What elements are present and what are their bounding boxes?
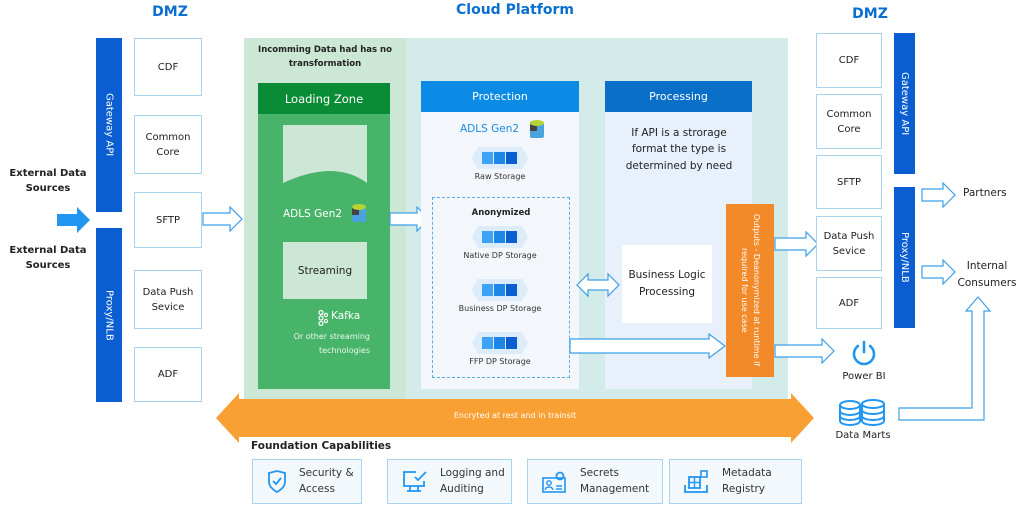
dmz-left-header: DMZ xyxy=(152,4,188,20)
data-marts-label: Data Marts xyxy=(835,430,891,441)
external-sources-bottom: External Data Sources xyxy=(9,245,87,271)
dmz-right-header: DMZ xyxy=(852,6,888,22)
dmz-right-data-push[interactable]: Data Push Sevice xyxy=(816,216,882,271)
kafka-icon xyxy=(318,310,328,326)
to-internal-arrow-icon xyxy=(921,259,956,285)
proxy-nlb-bar-left: Proxy/NLB xyxy=(96,228,122,402)
dmz-left-cdf[interactable]: CDF xyxy=(134,38,202,96)
dmz-left-data-push[interactable]: Data Push Sevice xyxy=(134,270,202,329)
loading-zone-title: Loading Zone xyxy=(258,83,390,114)
storage-cylinder-icon xyxy=(530,120,544,138)
storage-blocks-icon xyxy=(472,279,528,301)
native-dp-storage[interactable]: Native DP Storage xyxy=(441,226,559,260)
sftp-to-loading-arrow-icon xyxy=(202,206,243,232)
kafka-label: Kafka xyxy=(331,310,361,322)
power-icon[interactable] xyxy=(850,339,878,367)
ffp-dp-label: FFP DP Storage xyxy=(469,357,531,366)
capability-security-label: Security & Access xyxy=(299,466,354,495)
anonymized-group xyxy=(432,197,570,378)
outputs-to-datapush-arrow-icon xyxy=(774,231,819,257)
storage-blocks-icon xyxy=(472,332,528,354)
dmz-right-common-core[interactable]: Common Core xyxy=(816,94,882,149)
outputs-to-powerbi-arrow-icon xyxy=(774,338,835,364)
protection-title: Protection xyxy=(421,81,579,112)
capability-logging[interactable]: Logging and Auditing xyxy=(387,459,512,504)
ffp-to-outputs-arrow-icon xyxy=(569,333,726,359)
storage-blocks-icon xyxy=(472,226,528,248)
anonymized-label: Anonymized xyxy=(471,208,531,218)
encryption-arrow-icon xyxy=(216,393,814,443)
loading-adls-label: ADLS Gen2 xyxy=(283,208,343,220)
dmz-left-common-core[interactable]: Common Core xyxy=(134,115,202,174)
protection-adls-label: ADLS Gen2 xyxy=(460,123,520,135)
capability-secrets-label: Secrets Management xyxy=(580,466,650,495)
cloud-platform-header: Cloud Platform xyxy=(456,2,574,18)
internal-consumers-label[interactable]: Internal Consumers xyxy=(957,260,1017,289)
other-streaming-note: Or other streaming technologies xyxy=(293,332,370,355)
foundation-title: Foundation Capabilities xyxy=(251,440,392,452)
outputs-label: Outputs - Deanonymized at runtime if req… xyxy=(740,214,761,367)
outputs-bar: Outputs - Deanonymized at runtime if req… xyxy=(726,204,774,377)
raw-storage-label: Raw Storage xyxy=(474,172,526,181)
dmz-right-cdf[interactable]: CDF xyxy=(816,33,882,88)
data-marts-icon[interactable] xyxy=(838,399,888,426)
encryption-label: Encryted at rest and in trainsit xyxy=(453,411,577,420)
business-dp-label: Business DP Storage xyxy=(458,304,542,313)
blocks-icon xyxy=(684,469,708,493)
dmz-right-adf[interactable]: ADF xyxy=(816,277,882,329)
processing-title: Processing xyxy=(605,81,752,112)
partners-label[interactable]: Partners xyxy=(963,187,1007,199)
raw-storage[interactable]: Raw Storage xyxy=(441,147,559,181)
shield-check-icon xyxy=(268,469,286,493)
dmz-right-sftp[interactable]: SFTP xyxy=(816,155,882,209)
processing-note: If API is a strorage format the type is … xyxy=(625,127,733,172)
document-icon xyxy=(283,125,367,183)
loading-note: Incomming Data had has no transformation xyxy=(258,45,392,69)
proxy-nlb-bar-right: Proxy/NLB xyxy=(894,187,915,328)
native-dp-label: Native DP Storage xyxy=(463,251,537,260)
dmz-left-adf[interactable]: ADF xyxy=(134,347,202,402)
storage-cylinder-icon xyxy=(352,204,366,222)
datamarts-to-internal-arrow-icon xyxy=(898,296,992,421)
external-sources-top: External Data Sources xyxy=(9,168,87,194)
business-dp-storage[interactable]: Business DP Storage xyxy=(441,279,559,313)
external-input-arrow-icon xyxy=(57,207,90,233)
capability-metadata-label: Metadata Registry xyxy=(722,466,772,495)
bidirectional-arrow-icon xyxy=(576,272,620,298)
capability-security[interactable]: Security & Access xyxy=(252,459,362,504)
capability-metadata[interactable]: Metadata Registry xyxy=(669,459,802,504)
capability-secrets[interactable]: Secrets Management xyxy=(527,459,663,504)
storage-blocks-icon xyxy=(472,147,528,169)
streaming-box[interactable]: Streaming xyxy=(283,242,367,299)
monitor-check-icon xyxy=(403,470,427,492)
power-bi-label: Power BI xyxy=(842,371,886,382)
id-gear-icon xyxy=(542,471,566,493)
gateway-api-bar-left: Gateway API xyxy=(96,38,122,212)
gateway-api-bar-right: Gateway API xyxy=(894,33,915,174)
ffp-dp-storage[interactable]: FFP DP Storage xyxy=(441,332,559,366)
dmz-left-sftp[interactable]: SFTP xyxy=(134,192,202,248)
capability-logging-label: Logging and Auditing xyxy=(440,466,505,495)
to-partners-arrow-icon xyxy=(921,182,956,208)
business-logic-box[interactable]: Business Logic Processing xyxy=(622,245,712,323)
